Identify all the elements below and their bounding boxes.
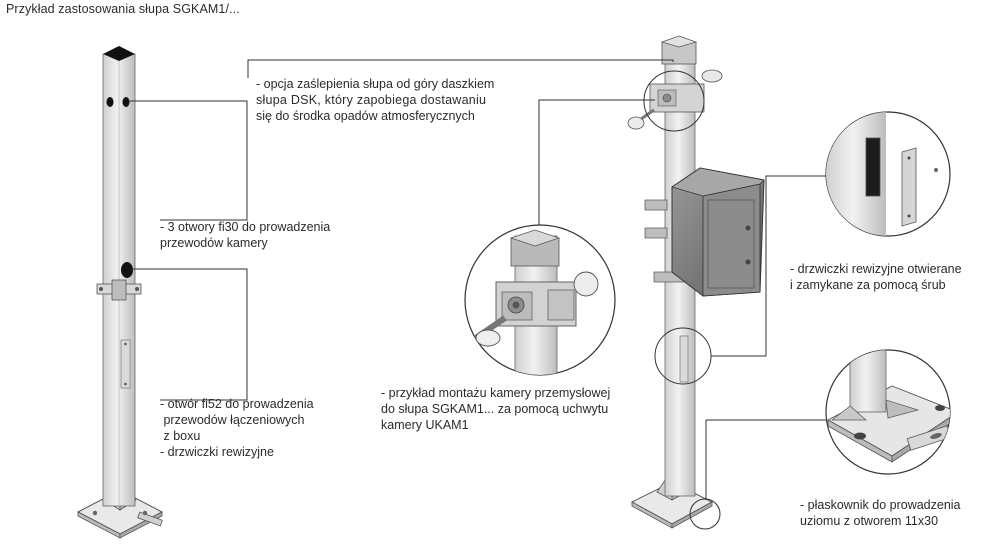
note-holes-camera: - 3 otwory fi30 do prowadzenia przewodów… [160,219,330,251]
note-hole-box: - otwór fi52 do prowadzenia przewodów łą… [160,396,314,460]
note-inspection-door-line-2: i zamykane za pomocą śrub [790,278,946,292]
note-holes-camera-line-1: - 3 otwory fi30 do prowadzenia [160,220,331,234]
note-hole-box-line-4: - drzwiczki rewizyjne [160,445,274,459]
note-hole-box-line-3: z boxu [160,429,201,443]
note-hole-box-line-2: przewodów łączeniowych [160,413,305,427]
right-pole [627,35,765,529]
note-camera-mount-line-3: kamery UKAM1 [381,418,469,432]
note-top-cap-line-1: - opcja zaślepienia słupa od góry daszki… [256,77,495,91]
note-flat-bar-line-1: - płaskownik do prowadzenia [800,498,961,512]
left-pole [76,46,164,539]
note-top-cap-line-3: się do środka opadów atmosferycznych [256,109,475,123]
page-title: Przykład zastosowania słupa SGKAM1/... [6,2,240,16]
note-top-cap: - opcja zaślepienia słupa od góry daszki… [256,76,523,124]
note-flat-bar-line-2: uziomu z otworem 11x30 [800,514,939,528]
detail-flat-bar [825,349,951,475]
note-inspection-door-line-1: - drzwiczki rewizyjne otwierane [790,262,962,276]
note-camera-mount-line-2: do słupa SGKAM1... za pomocą uchwytu [381,402,609,416]
right-leader-lines [247,59,828,500]
left-leader-lines [128,100,248,401]
detail-inspection-door [825,111,951,237]
note-flat-bar: - płaskownik do prowadzenia uziomu z otw… [800,497,961,529]
note-camera-mount: - przykład montażu kamery przemysłowej d… [381,385,610,433]
detail-camera-mount [464,224,616,376]
note-hole-box-line-1: - otwór fi52 do prowadzenia [160,397,314,411]
note-top-cap-line-2: słupa DSK, który zapobiega dostawaniu [256,93,487,107]
note-holes-camera-line-2: przewodów kamery [160,236,268,250]
note-camera-mount-line-1: - przykład montażu kamery przemysłowej [381,386,611,400]
note-inspection-door: - drzwiczki rewizyjne otwierane i zamyka… [790,261,962,293]
